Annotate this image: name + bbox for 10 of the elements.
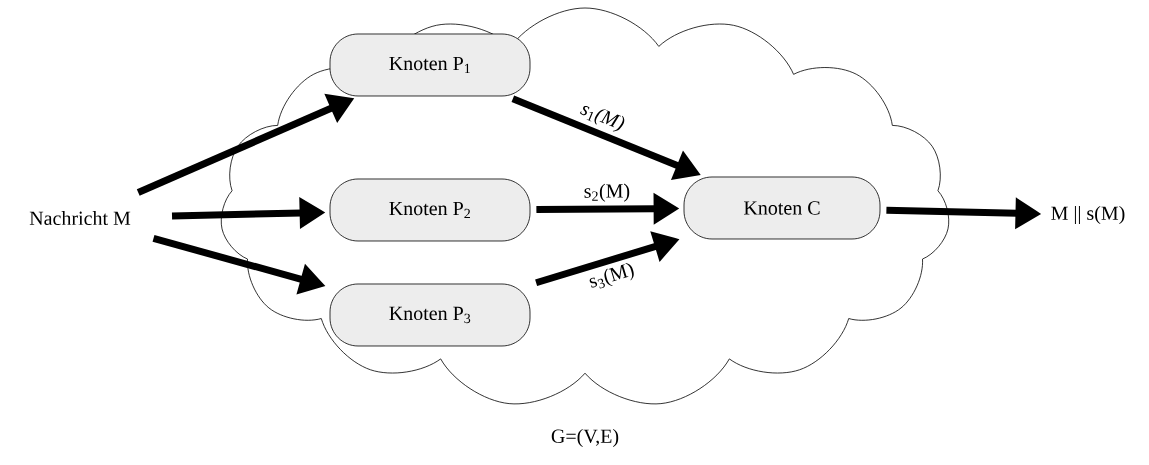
node-box: Knoten P$_{2}$ <box>329 178 531 242</box>
edge-label: s$_{2}$(M) <box>584 183 630 202</box>
edge-label: s$_{3}$(M) <box>589 263 634 289</box>
node-box: Knoten C <box>683 176 881 240</box>
edge-label: s$_{1}$(M) <box>579 105 625 132</box>
node-text: M || s(M) <box>1051 205 1125 225</box>
node-box: Knoten P$_{1}$ <box>329 33 531 97</box>
node-box: Knoten P$_{3}$ <box>329 283 531 347</box>
cloud-label: G=(V,E) <box>551 428 619 448</box>
node-text: Nachricht M <box>29 210 131 225</box>
